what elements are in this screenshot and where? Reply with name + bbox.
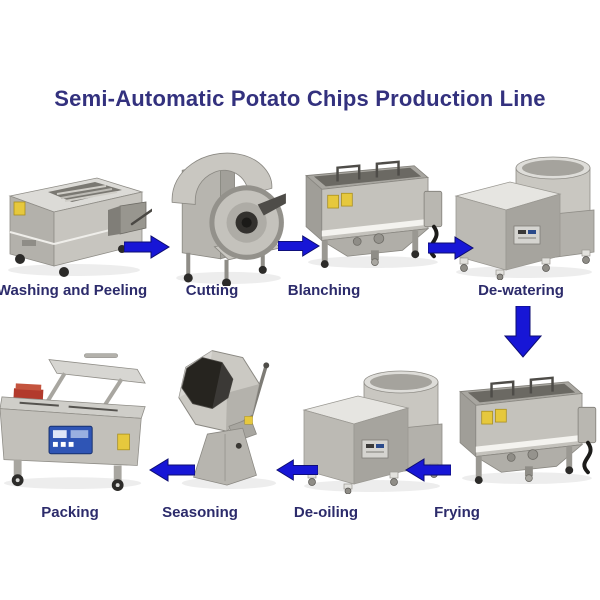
flow-arrow-left-1-icon xyxy=(405,458,451,482)
stage-label-de-oiling: De-oiling xyxy=(293,504,359,521)
flow-arrow-right-1-icon xyxy=(124,235,170,259)
stage-label-seasoning: Seasoning xyxy=(162,504,238,521)
stage-label-frying: Frying xyxy=(434,504,480,521)
washing-and-peeling-machine-image xyxy=(2,148,152,280)
flow-arrow-right-3-icon xyxy=(428,236,474,260)
cutting-machine-image xyxy=(162,140,288,286)
frying-machine-image xyxy=(450,366,598,486)
stage-label-blanching: Blanching xyxy=(287,282,361,299)
flow-arrow-left-2-icon xyxy=(276,458,318,482)
stage-label-washing-and-peeling: Washing and Peeling xyxy=(0,282,148,299)
flow-arrow-down-icon xyxy=(504,306,542,358)
stage-label-packing: Packing xyxy=(41,504,99,521)
packing-machine-image xyxy=(0,336,152,491)
flow-arrow-left-3-icon xyxy=(149,458,195,482)
flow-arrow-right-2-icon xyxy=(278,235,320,257)
stage-label-cutting: Cutting xyxy=(185,282,239,299)
diagram-title: Semi-Automatic Potato Chips Production L… xyxy=(54,86,546,111)
stage-label-de-watering: De-watering xyxy=(478,282,564,299)
